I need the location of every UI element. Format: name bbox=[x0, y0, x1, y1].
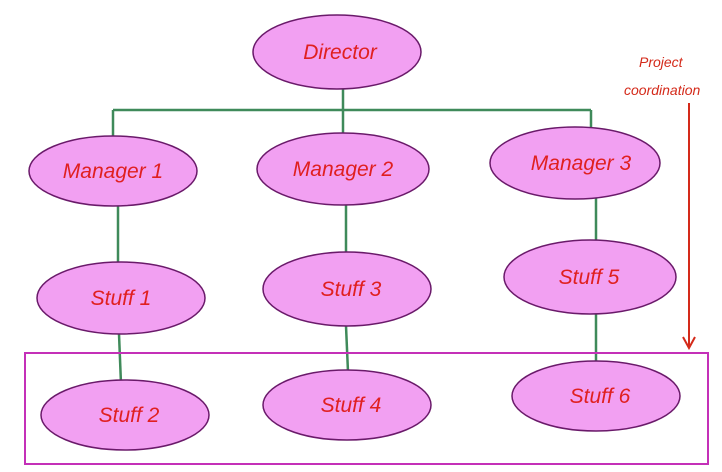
node-stuff-5: Stuff 5 bbox=[503, 239, 677, 315]
node-stuff-2: Stuff 2 bbox=[40, 379, 210, 451]
stuff-2-ellipse bbox=[40, 379, 210, 451]
stuff-2-label: Stuff 2 bbox=[99, 404, 160, 427]
stuff-6-ellipse bbox=[511, 360, 681, 432]
annotation-coordination: coordination bbox=[624, 82, 700, 98]
director-label: Director bbox=[303, 41, 378, 64]
stuff-4-label: Stuff 4 bbox=[321, 394, 382, 417]
node-stuff-1: Stuff 1 bbox=[36, 261, 206, 335]
node-director: Director bbox=[252, 14, 422, 90]
manager-2-label: Manager 2 bbox=[293, 158, 394, 181]
node-stuff-4: Stuff 4 bbox=[262, 369, 432, 441]
connectors bbox=[111, 88, 598, 385]
manager-1-ellipse bbox=[28, 135, 198, 207]
node-stuff-6: Stuff 6 bbox=[511, 360, 681, 432]
stuff-1-label: Stuff 1 bbox=[91, 287, 152, 310]
stuff-4-ellipse bbox=[262, 369, 432, 441]
node-stuff-3: Stuff 3 bbox=[262, 251, 432, 327]
node-manager-2: Manager 2 bbox=[256, 132, 430, 206]
stuff-5-ellipse bbox=[503, 239, 677, 315]
node-manager-3: Manager 3 bbox=[489, 126, 661, 200]
manager-1-label: Manager 1 bbox=[63, 160, 163, 183]
director-ellipse bbox=[252, 14, 422, 90]
node-manager-1: Manager 1 bbox=[28, 135, 198, 207]
project-coordination-arrow bbox=[682, 103, 696, 351]
project-coordination-group-box bbox=[24, 352, 709, 465]
connector-stuff-3-stuff-4 bbox=[344, 325, 350, 373]
stuff-3-label: Stuff 3 bbox=[321, 278, 382, 301]
annotation-project: Project bbox=[639, 54, 684, 70]
stuff-3-ellipse bbox=[262, 251, 432, 327]
connector-stuff-1-stuff-2 bbox=[117, 333, 123, 385]
manager-3-label: Manager 3 bbox=[531, 152, 632, 175]
manager-3-ellipse bbox=[489, 126, 661, 200]
manager-2-ellipse bbox=[256, 132, 430, 206]
stuff-5-label: Stuff 5 bbox=[559, 266, 620, 289]
stuff-1-ellipse bbox=[36, 261, 206, 335]
stuff-6-label: Stuff 6 bbox=[570, 385, 631, 408]
